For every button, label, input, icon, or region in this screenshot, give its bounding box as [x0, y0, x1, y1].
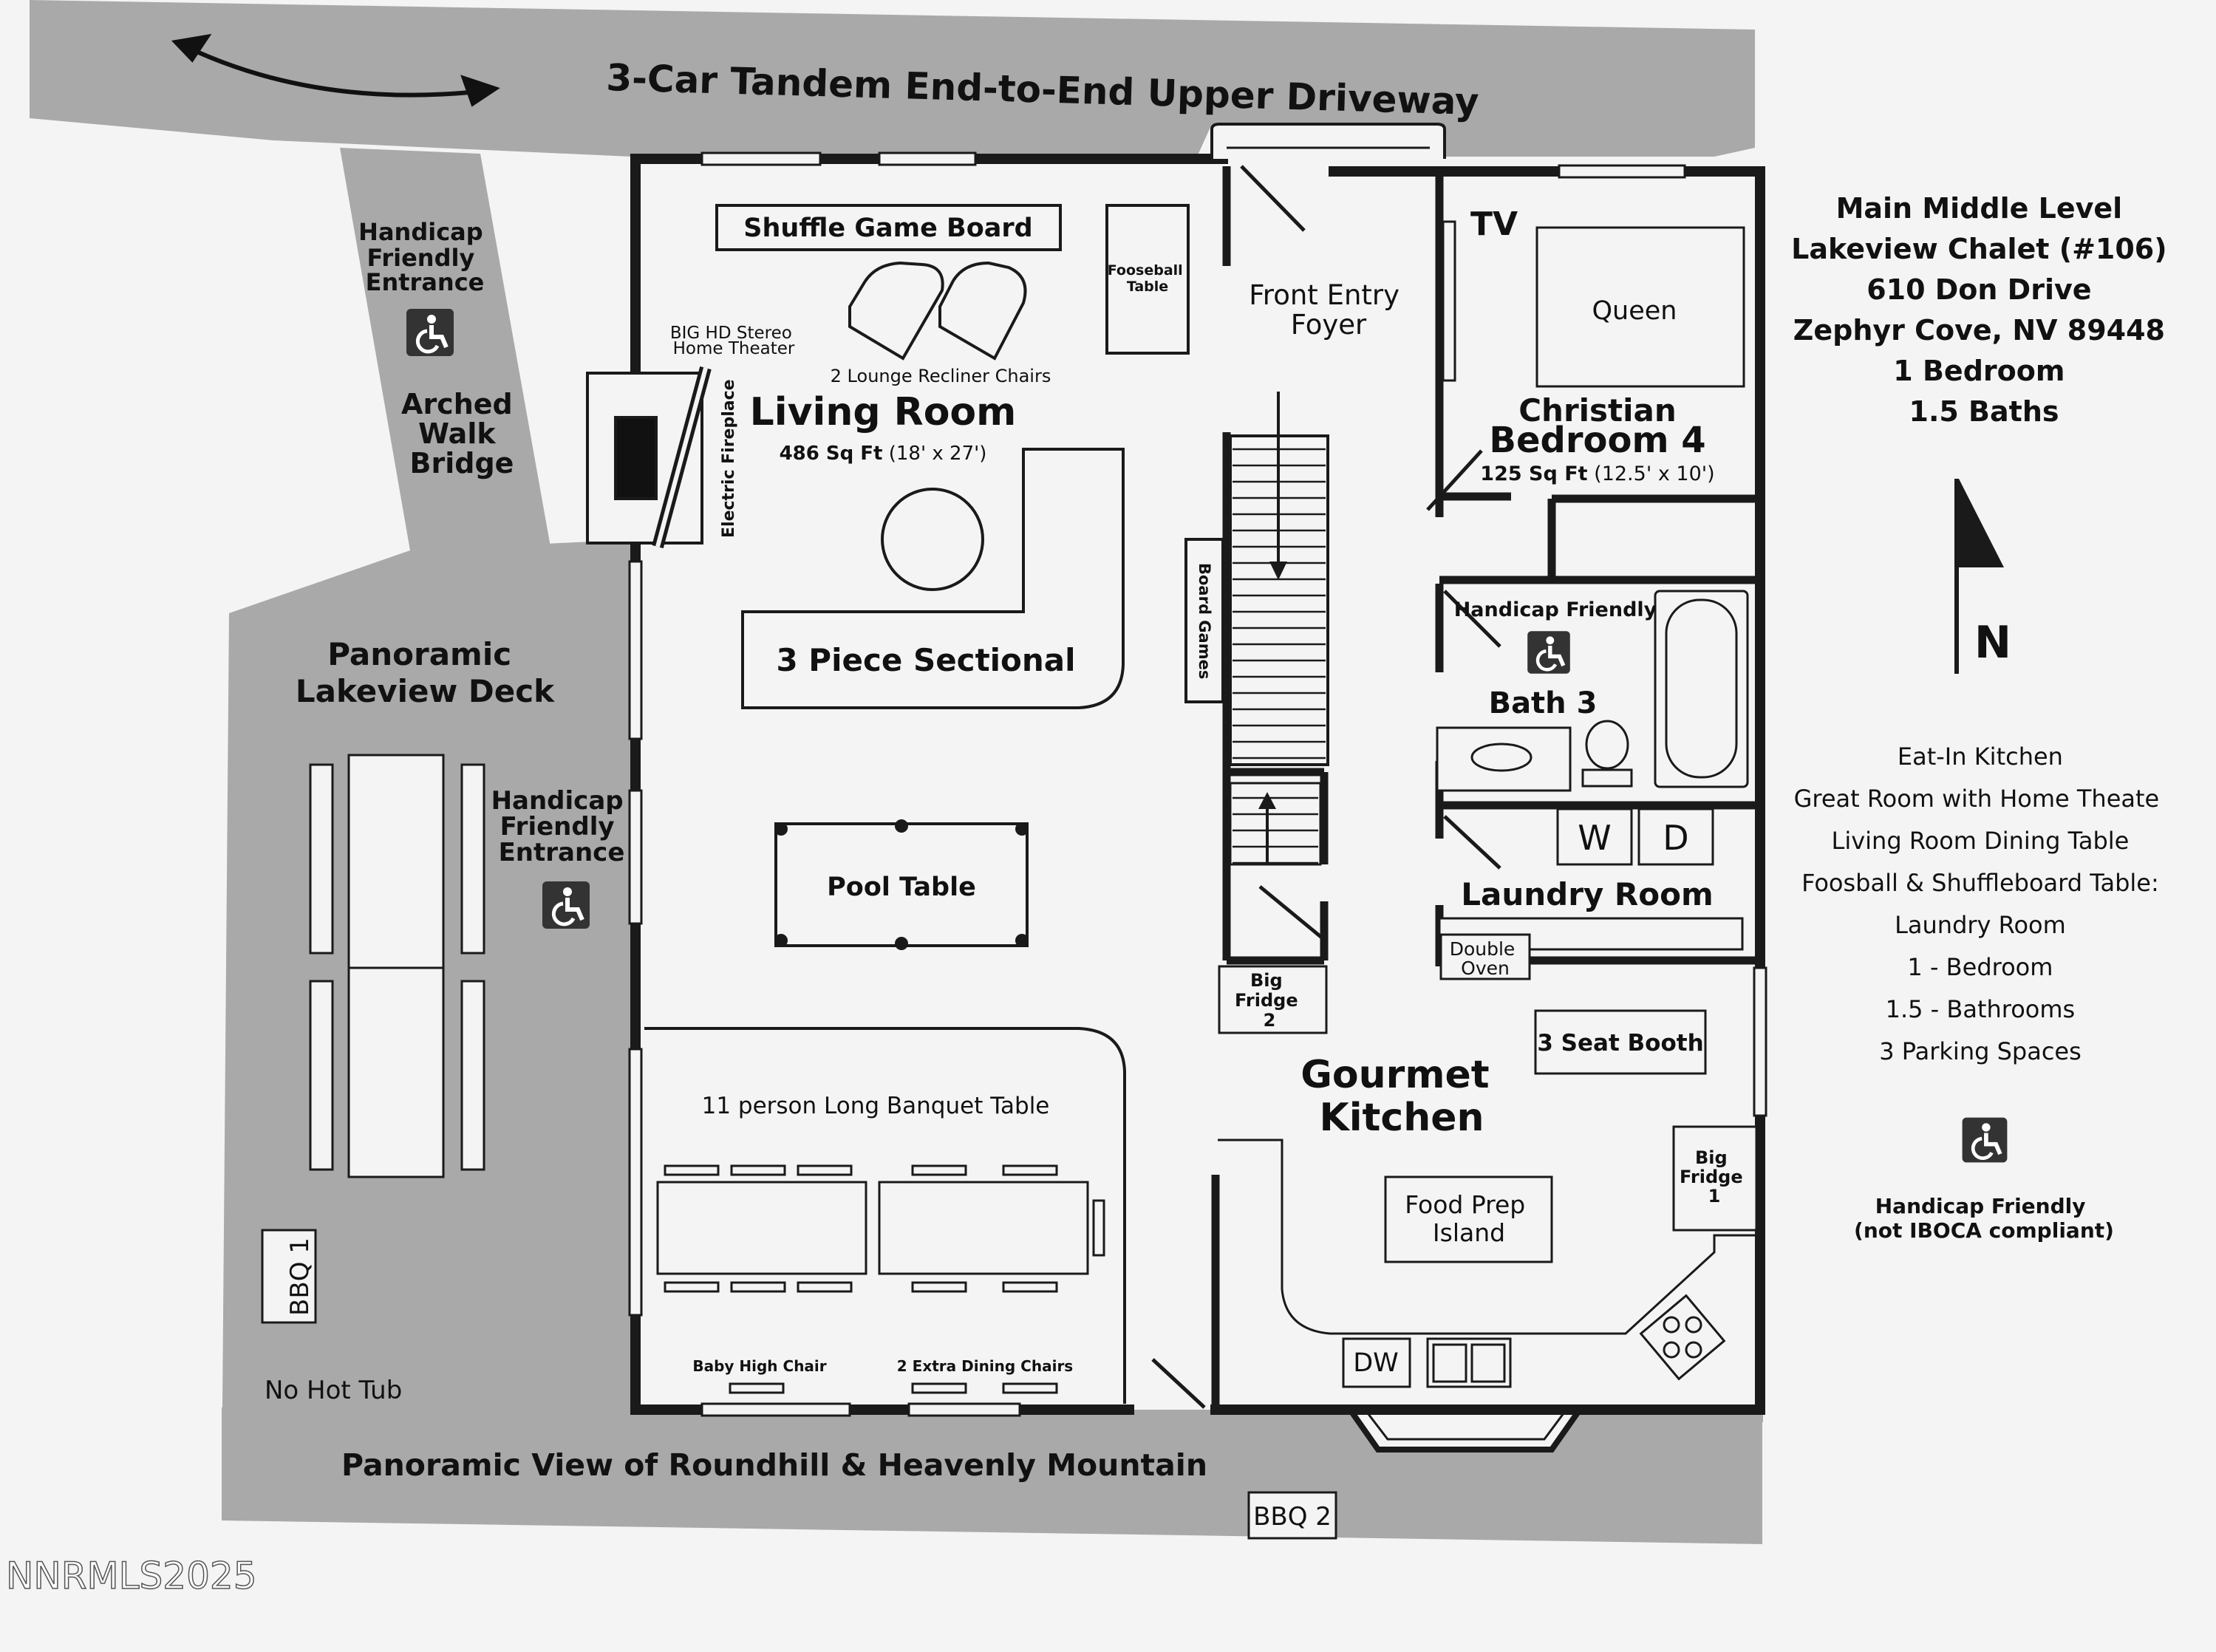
no-hot-tub-label: No Hot Tub [265, 1376, 402, 1405]
dryer-label: D [1663, 818, 1688, 858]
high-chair-label: Baby High Chair [692, 1357, 826, 1375]
dining-set [656, 1164, 1105, 1394]
living-room-name: Living Room [750, 390, 1017, 434]
handicap-icon [1527, 631, 1570, 674]
mls-watermark: NNRMLS2025 [6, 1554, 257, 1597]
recliner-chair [938, 261, 1027, 361]
food-prep-island [1384, 1175, 1553, 1263]
extra-chairs-label: 2 Extra Dining Chairs [897, 1357, 1073, 1375]
washer [1556, 808, 1633, 866]
shuffle-board [715, 204, 1062, 251]
staircase [1229, 392, 1329, 866]
bbq1-label: BBQ 1 [285, 1238, 315, 1316]
home-theater-label: BIG HD Stereo Home Theater [670, 324, 797, 358]
queen-bed-label: Queen [1592, 296, 1677, 326]
compass-label: N [1974, 617, 2011, 669]
bath-fixtures [1436, 590, 1749, 792]
tv-label: TV [1470, 205, 1518, 243]
recliners-label: 2 Lounge Recliner Chairs [831, 366, 1051, 386]
front-door-step [1210, 123, 1446, 159]
view-label: Panoramic View of Roundhill & Heavenly M… [341, 1447, 1207, 1483]
banquet-area [644, 1027, 1126, 1404]
bridge-entrance-label: Handicap Friendly Entrance [358, 218, 491, 296]
fooseball-label: Fooseball Table [1108, 262, 1188, 295]
vanity [1436, 726, 1572, 792]
fridge-1-label: Big Fridge 1 [1680, 1147, 1749, 1206]
bedroom-name-1: Christian [1518, 392, 1677, 429]
deck-furniture [309, 754, 485, 1178]
arched-walk-bridge-label: Arched Walk Bridge [401, 388, 522, 479]
bbq2-label: BBQ 2 [1253, 1502, 1332, 1532]
laundry-fixtures [1438, 808, 1744, 980]
coffee-table [881, 488, 984, 591]
shuffle-board-label: Shuffle Game Board [743, 214, 1032, 243]
big-fridge-2 [1218, 965, 1328, 1034]
deck-label: Panoramic Lakeview Deck [296, 636, 555, 709]
feature-list: Eat-In Kitchen Great Room with Home Thea… [1794, 743, 2167, 1065]
pool-pockets [774, 819, 1029, 950]
board-games-shelf [1184, 538, 1224, 703]
queen-bed [1535, 226, 1745, 388]
pool-table-label: Pool Table [827, 873, 976, 902]
fireplace-label: Electric Fireplace [720, 379, 738, 538]
toilet [1585, 720, 1629, 770]
living-room-area: 486 Sq Ft (18' x 27') [780, 443, 987, 465]
booth-label: 3 Seat Booth [1537, 1030, 1703, 1057]
cooktop [1639, 1294, 1726, 1381]
foyer-label: Front Entry Foyer [1249, 279, 1408, 341]
banquet-label: 11 person Long Banquet Table [702, 1093, 1050, 1119]
kitchen-name: Gourmet Kitchen [1300, 1053, 1503, 1140]
sectional-sofa [741, 448, 1125, 709]
deck-entrance-label: Handicap Friendly Entrance [491, 786, 633, 867]
bedroom-name-2: Bedroom 4 [1489, 420, 1705, 461]
booth [1534, 1009, 1707, 1075]
bath-handicap-label: Handicap Friendly [1454, 598, 1657, 621]
living-furniture [586, 204, 1224, 1404]
north-arrow [1954, 479, 2004, 674]
listing-title: Main Middle Level Lakeview Chalet (#106)… [1791, 192, 2177, 428]
windows [628, 151, 1767, 1417]
board-games-label: Board Games [1196, 563, 1213, 679]
dryer [1637, 808, 1714, 866]
tv-panel [1442, 220, 1456, 382]
bbq-boxes [261, 1229, 1337, 1540]
fooseball-table [1105, 204, 1190, 355]
kitchen-counter [1218, 1139, 1756, 1335]
double-oven [1439, 933, 1531, 980]
dishwasher-label: DW [1353, 1348, 1399, 1378]
driveway-arrow [171, 33, 500, 107]
laundry-name: Laundry Room [1461, 876, 1714, 912]
double-oven-label: Double Oven [1450, 938, 1521, 979]
bedroom-area: 125 Sq Ft (12.5' x 10') [1480, 463, 1714, 485]
kitchen-fixtures [1218, 965, 1758, 1388]
washer-label: W [1578, 818, 1611, 858]
bedroom-furniture [1442, 220, 1745, 388]
door-leaves [1151, 165, 1501, 1409]
dishwasher [1342, 1337, 1411, 1388]
sectional-label: 3 Piece Sectional [776, 642, 1075, 678]
recliner-chair [848, 261, 944, 361]
big-fridge-1 [1672, 1125, 1758, 1232]
bath-name: Bath 3 [1489, 686, 1598, 720]
handicap-note: Handicap Friendly (not IBOCA compliant) [1854, 1194, 2114, 1243]
fridge-2-label: Big Fridge 2 [1235, 970, 1304, 1031]
driveway-area [30, 0, 1755, 157]
food-prep-island-label: Food Prep Island [1405, 1190, 1533, 1247]
handicap-icon [542, 881, 590, 929]
handicap-icon [1963, 1118, 2008, 1163]
handicap-icon [406, 309, 454, 356]
